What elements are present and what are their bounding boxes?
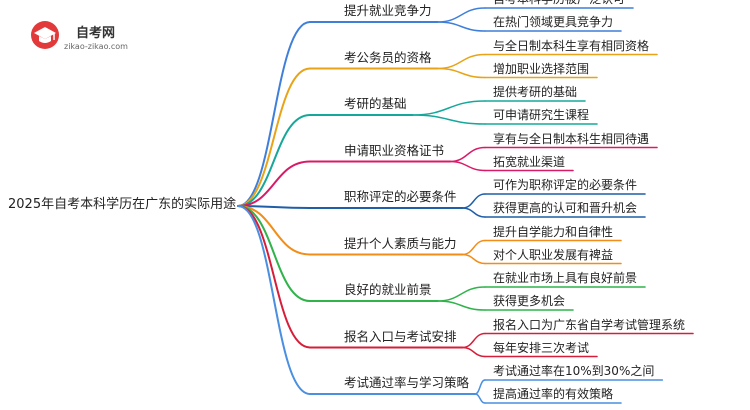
- leaf-topic: 考试通过率在10%到30%之间: [493, 364, 655, 378]
- branch-topic: 考公务员的资格: [344, 49, 432, 65]
- root-branch-connector: [237, 114, 311, 207]
- branch-topic: 职称评定的必要条件: [344, 189, 457, 204]
- leaf-topic: 在热门领域更具竞争力: [493, 15, 614, 29]
- branch-leaf-connector: [461, 239, 486, 256]
- branch-leaf-connector: [461, 332, 486, 349]
- leaf-topic: 可作为职称评定的必要条件: [493, 178, 638, 192]
- branch-leaf-connector: [474, 379, 486, 395]
- leaf-topic: 与全日制本科生享有相同资格: [493, 38, 650, 53]
- leaf-topic: 享有与全日制本科生相同待遇: [493, 131, 650, 146]
- root-branch-connector: [237, 21, 311, 207]
- leaf-topic: 增加职业选择范围: [493, 61, 590, 76]
- branch-leaf-connector: [436, 286, 486, 302]
- branch-leaf-connector: [436, 53, 486, 70]
- branch-topic: 提升就业竞争力: [344, 3, 432, 18]
- branch-leaf-connector: [449, 146, 486, 163]
- branch-leaf-connector: [436, 300, 486, 311]
- branch-leaf-connector: [461, 346, 486, 358]
- graduation-cap-icon: [31, 21, 59, 49]
- leaf-topic: 提升自学能力和自律性: [493, 224, 614, 239]
- root-branch-connector: [237, 160, 311, 207]
- leaf-topic: 在就业市场上具有良好前景: [493, 271, 638, 285]
- root-topic: 2025年自考本科学历在广东的实际用途: [8, 197, 237, 212]
- leaf-topic: 提高通过率的有效策略: [493, 387, 614, 401]
- branch-leaf-connector: [449, 160, 486, 172]
- root-branch-connector: [237, 205, 311, 349]
- leaf-topic: 提供考研的基础: [493, 85, 578, 99]
- branch-topic: 考试通过率与学习策略: [344, 375, 470, 390]
- branch-leaf-connector: [436, 7, 486, 23]
- leaf-topic: 获得更多机会: [493, 294, 566, 308]
- branch-topic: 良好的就业前景: [344, 282, 432, 297]
- site-logo: 自考网 zikao-zikao.com: [28, 16, 148, 56]
- root-branch-connector: [237, 205, 311, 395]
- branch-leaf-connector: [436, 21, 486, 32]
- branch-topic: 提升个人素质与能力: [344, 235, 457, 251]
- branch-leaf-connector: [474, 393, 486, 404]
- branch-topic: 考研的基础: [344, 96, 407, 111]
- leaf-topic: 拓宽就业渠道: [493, 154, 566, 169]
- branch-topic: 报名入口与考试安排: [344, 328, 457, 344]
- branch-topic: 申请职业资格证书: [344, 142, 445, 158]
- root-branch-connector: [237, 67, 311, 207]
- branch-leaf-connector: [461, 193, 486, 209]
- branch-leaf-connector: [461, 253, 486, 265]
- leaf-topic: 获得更高的认可和晋升机会: [493, 201, 638, 215]
- branch-leaf-connector: [411, 114, 486, 125]
- root-branch-connector: [237, 205, 311, 209]
- logo-name: 自考网: [76, 26, 116, 41]
- leaf-topic: 对个人职业发展有裨益: [493, 247, 614, 262]
- branch-leaf-connector: [461, 207, 486, 218]
- logo-url: zikao-zikao.com: [64, 42, 128, 51]
- branch-leaf-connector: [436, 67, 486, 79]
- leaf-topic: 可申请研究生课程: [493, 108, 590, 122]
- leaf-topic: 自考本科学历被广泛认可: [493, 0, 625, 5]
- leaf-topic: 报名入口为广东省自学考试管理系统: [493, 317, 686, 332]
- branch-leaf-connector: [411, 100, 486, 116]
- leaf-topic: 每年安排三次考试: [493, 340, 590, 355]
- root-branch-connector: [237, 205, 311, 256]
